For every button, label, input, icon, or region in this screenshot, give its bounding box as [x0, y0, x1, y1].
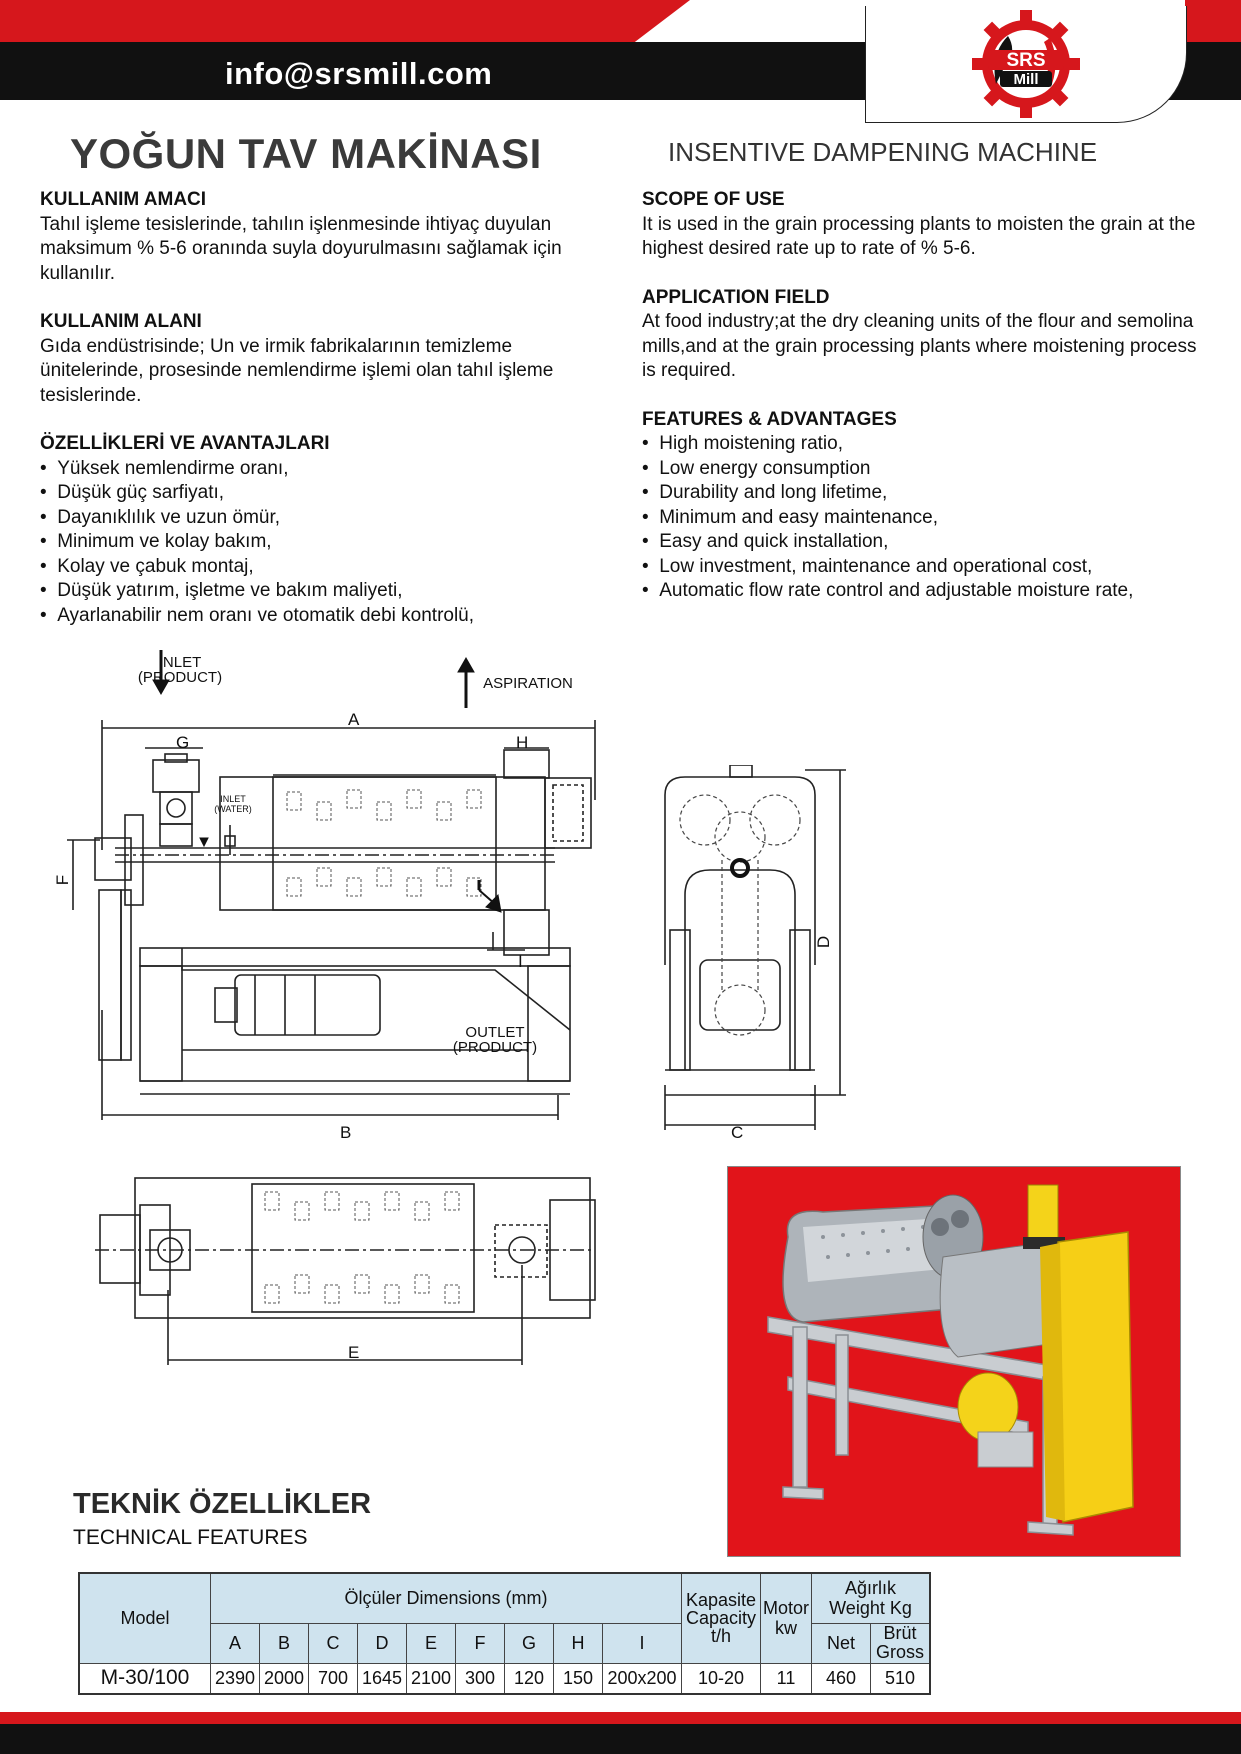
dim-b: B: [340, 1123, 352, 1142]
col-header-e: E: [406, 1622, 456, 1664]
dim-g: G: [176, 733, 190, 752]
dim-c: C: [731, 1123, 744, 1142]
cell-d: 1645: [357, 1662, 407, 1694]
list-item: Kolay ve çabuk montaj,: [40, 555, 585, 580]
dim-e: E: [348, 1343, 360, 1362]
label-inlet: INLET(PRODUCT): [137, 654, 223, 686]
cell-e: 2100: [406, 1662, 456, 1694]
dim-a: A: [348, 710, 360, 729]
heading-application-field: APPLICATION FIELD: [642, 286, 830, 308]
front-view-drawing: [664, 765, 846, 1130]
tech-title-en: TECHNICAL FEATURES: [73, 1526, 308, 1549]
title-turkish: YOĞUN TAV MAKİNASI: [70, 130, 542, 177]
dim-i: I: [518, 952, 523, 971]
col-header-i: I: [602, 1622, 682, 1664]
col-header-g: G: [504, 1622, 554, 1664]
heading-ozellikleri: ÖZELLİKLERİ VE AVANTAJLARI: [40, 433, 330, 454]
heading-kullanim-alani: KULLANIM ALANI: [40, 311, 202, 332]
cell-motor: 11: [760, 1662, 812, 1694]
list-item: High moistening ratio,: [642, 432, 1212, 457]
svg-text:SRS: SRS: [1006, 50, 1045, 71]
cell-h: 150: [553, 1662, 603, 1694]
product-photo: [727, 1166, 1181, 1557]
cell-model: M-30/100: [78, 1662, 211, 1694]
text-scope-of-use: It is used in the grain processing plant…: [642, 213, 1196, 260]
header-email[interactable]: info@srsmill.com: [225, 56, 493, 91]
list-item: Low investment, maintenance and operatio…: [642, 555, 1212, 580]
dim-f: F: [53, 874, 73, 886]
dim-d: D: [814, 935, 834, 949]
text-application-field: At food industry;at the dry cleaning uni…: [642, 311, 1197, 381]
dim-h: H: [516, 733, 529, 752]
label-outlet: OUTLET(PRODUCT): [452, 1024, 538, 1056]
col-header-f: F: [455, 1622, 505, 1664]
left-column: KULLANIM AMACI Tahıl işleme tesislerinde…: [40, 188, 585, 628]
cell-capacity: 10-20: [681, 1662, 761, 1694]
list-item: Düşük güç sarfiyatı,: [40, 481, 585, 506]
svg-text:Mill: Mill: [1014, 71, 1039, 88]
col-header-d: D: [357, 1622, 407, 1664]
cell-g: 120: [504, 1662, 554, 1694]
right-column: SCOPE OF USE It is used in the grain pro…: [642, 188, 1212, 604]
list-item: Dayanıklılık ve uzun ömür,: [40, 506, 585, 531]
text-kullanim-amaci: Tahıl işleme tesislerinde, tahılın işlen…: [40, 213, 562, 284]
list-item: Minimum and easy maintenance,: [642, 506, 1212, 531]
col-header-a: A: [210, 1622, 260, 1664]
label-aspiration: ASPIRATION: [483, 675, 573, 692]
list-item: Ayarlanabilir nem oranı ve otomatik debi…: [40, 604, 585, 629]
heading-scope-of-use: SCOPE OF USE: [642, 189, 785, 210]
col-header-model: Model: [78, 1572, 211, 1664]
list-item: Easy and quick installation,: [642, 530, 1212, 555]
cell-f: 300: [455, 1662, 505, 1694]
footer-red-band: [0, 1712, 1241, 1724]
footer-black-band: [0, 1724, 1241, 1754]
side-view-drawing: [67, 650, 596, 1120]
list-item: Durability and long lifetime,: [642, 481, 1212, 506]
cell-i: 200x200: [602, 1662, 682, 1694]
list-item: Low energy consumption: [642, 457, 1212, 482]
col-header-c: C: [308, 1622, 358, 1664]
heading-kullanim-amaci: KULLANIM AMACI: [40, 189, 207, 210]
features-list-tr: Yüksek nemlendirme oranı, Düşük güç sarf…: [40, 457, 585, 629]
list-item: Yüksek nemlendirme oranı,: [40, 457, 585, 482]
cell-c: 700: [308, 1662, 358, 1694]
title-english: INSENTIVE DAMPENING MACHINE: [668, 137, 1098, 167]
features-list-en: High moistening ratio, Low energy consum…: [642, 432, 1212, 604]
table-row: M-30/100 2390 2000 700 1645 2100 300 120…: [78, 1662, 931, 1694]
list-item: Minimum ve kolay bakım,: [40, 530, 585, 555]
text-kullanim-alani: Gıda endüstrisinde; Un ve irmik fabrikal…: [40, 335, 554, 406]
header-red-corner: [1185, 0, 1241, 42]
col-header-net: Net: [811, 1622, 871, 1664]
list-item: Düşük yatırım, işletme ve bakım maliyeti…: [40, 579, 585, 604]
cell-net: 460: [811, 1662, 871, 1694]
tech-title-tr: TEKNİK ÖZELLİKLER: [73, 1488, 372, 1520]
label-inlet-water: INLET(WATER): [214, 794, 252, 814]
cell-b: 2000: [259, 1662, 309, 1694]
col-header-b: B: [259, 1622, 309, 1664]
col-header-dimensions: Ölçüler Dimensions (mm): [210, 1572, 682, 1624]
cell-gross: 510: [870, 1662, 931, 1694]
list-item: Automatic flow rate control and adjustab…: [642, 579, 1212, 604]
logo-box: SRS Mill: [865, 6, 1187, 123]
srs-mill-logo-icon: SRS Mill: [972, 10, 1080, 118]
header-red-band: [0, 0, 690, 42]
heading-features-advantages: FEATURES & ADVANTAGES: [642, 408, 897, 430]
machine-illustration-icon: [767, 1184, 1134, 1536]
cell-a: 2390: [210, 1662, 260, 1694]
col-header-h: H: [553, 1622, 603, 1664]
top-view-drawing: [95, 1177, 596, 1365]
